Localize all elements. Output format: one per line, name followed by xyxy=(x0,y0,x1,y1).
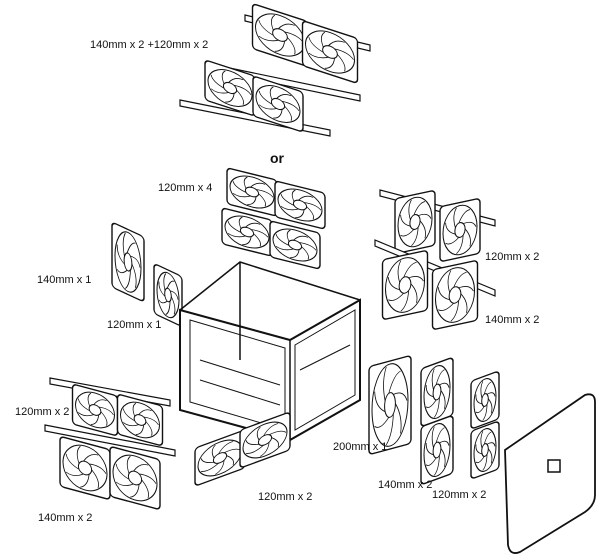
right-fan-140-1 xyxy=(381,250,429,320)
front-fan-140 xyxy=(111,222,145,302)
top-fan-140-1 xyxy=(251,3,309,67)
side-fan-120-1 xyxy=(470,371,500,429)
right-fan-120-1 xyxy=(394,190,436,254)
top4-fan-4 xyxy=(269,220,321,270)
label-right-top-120x2: 120mm x 2 xyxy=(485,251,540,263)
left-fan-140-2 xyxy=(109,446,161,510)
top4-fan-1 xyxy=(226,167,278,217)
side-fan-140-1 xyxy=(420,357,454,427)
side-fan-140-2 xyxy=(420,415,454,485)
side-fan-200 xyxy=(368,355,412,455)
label-top-120x4: 120mm x 4 xyxy=(158,182,213,194)
top-fan-140-2 xyxy=(301,20,359,84)
top4-fan-2 xyxy=(274,180,326,230)
label-side-140x2: 140mm x 2 xyxy=(378,479,433,491)
label-or: or xyxy=(270,150,284,166)
label-left-140x2: 140mm x 2 xyxy=(38,512,93,524)
label-right-140x2: 140mm x 2 xyxy=(485,314,540,326)
side-fan-120-2 xyxy=(470,421,500,479)
label-bottom-120x2: 120mm x 2 xyxy=(258,491,313,503)
left-fan-140-1 xyxy=(59,436,111,500)
bottom-fan-120-2 xyxy=(239,412,291,468)
left-bracket-1 xyxy=(49,377,171,407)
front-fan-120 xyxy=(153,264,183,326)
case-chassis xyxy=(179,261,361,442)
label-front-120x1: 120mm x 1 xyxy=(107,319,162,331)
top4-fan-3 xyxy=(221,207,273,257)
label-top-combo: 140mm x 2 +120mm x 2 xyxy=(90,39,209,51)
side-panel xyxy=(504,393,596,554)
label-front-140x1: 140mm x 1 xyxy=(37,274,92,286)
left-fan-120-2 xyxy=(116,394,164,446)
label-side-200x1: 200mm x 1 xyxy=(333,441,388,453)
label-left-120x2: 120mm x 2 xyxy=(15,406,70,418)
bottom-fan-120-1 xyxy=(194,430,246,486)
top-fan-120-2 xyxy=(252,76,304,132)
left-bracket-2 xyxy=(44,424,176,457)
label-side-120x2: 120mm x 2 xyxy=(432,489,487,501)
right-fan-120-2 xyxy=(439,198,481,262)
right-fan-140-2 xyxy=(431,260,479,330)
